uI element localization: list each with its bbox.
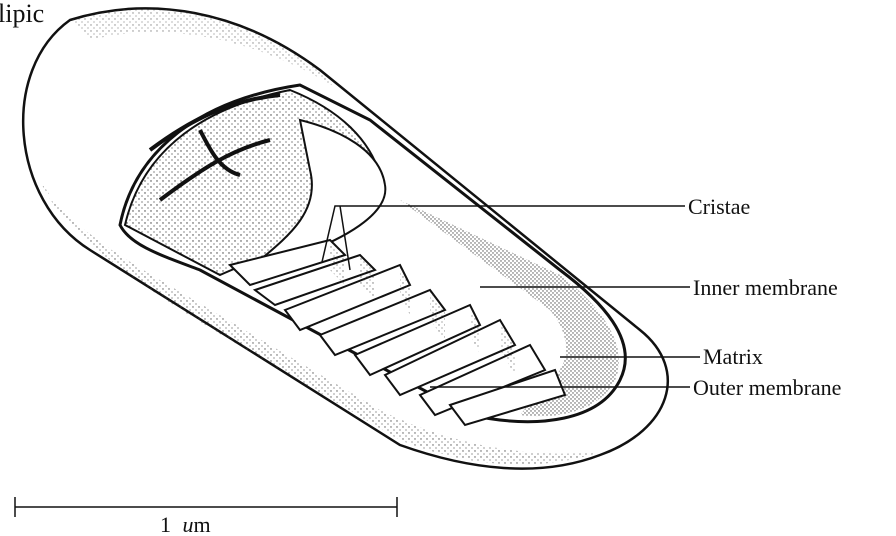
scale-bar-unit-prefix: u	[183, 512, 194, 536]
label-inner-membrane: Inner membrane	[693, 275, 838, 300]
scale-bar-number: 1	[160, 512, 171, 536]
corner-fragment-text: lipic	[0, 0, 44, 28]
label-outer-membrane: Outer membrane	[693, 375, 841, 400]
label-matrix: Matrix	[703, 344, 763, 369]
label-cristae: Cristae	[688, 194, 750, 219]
scale-bar-label: 1 um	[160, 512, 211, 536]
scale-bar-unit-rest: m	[194, 512, 211, 536]
